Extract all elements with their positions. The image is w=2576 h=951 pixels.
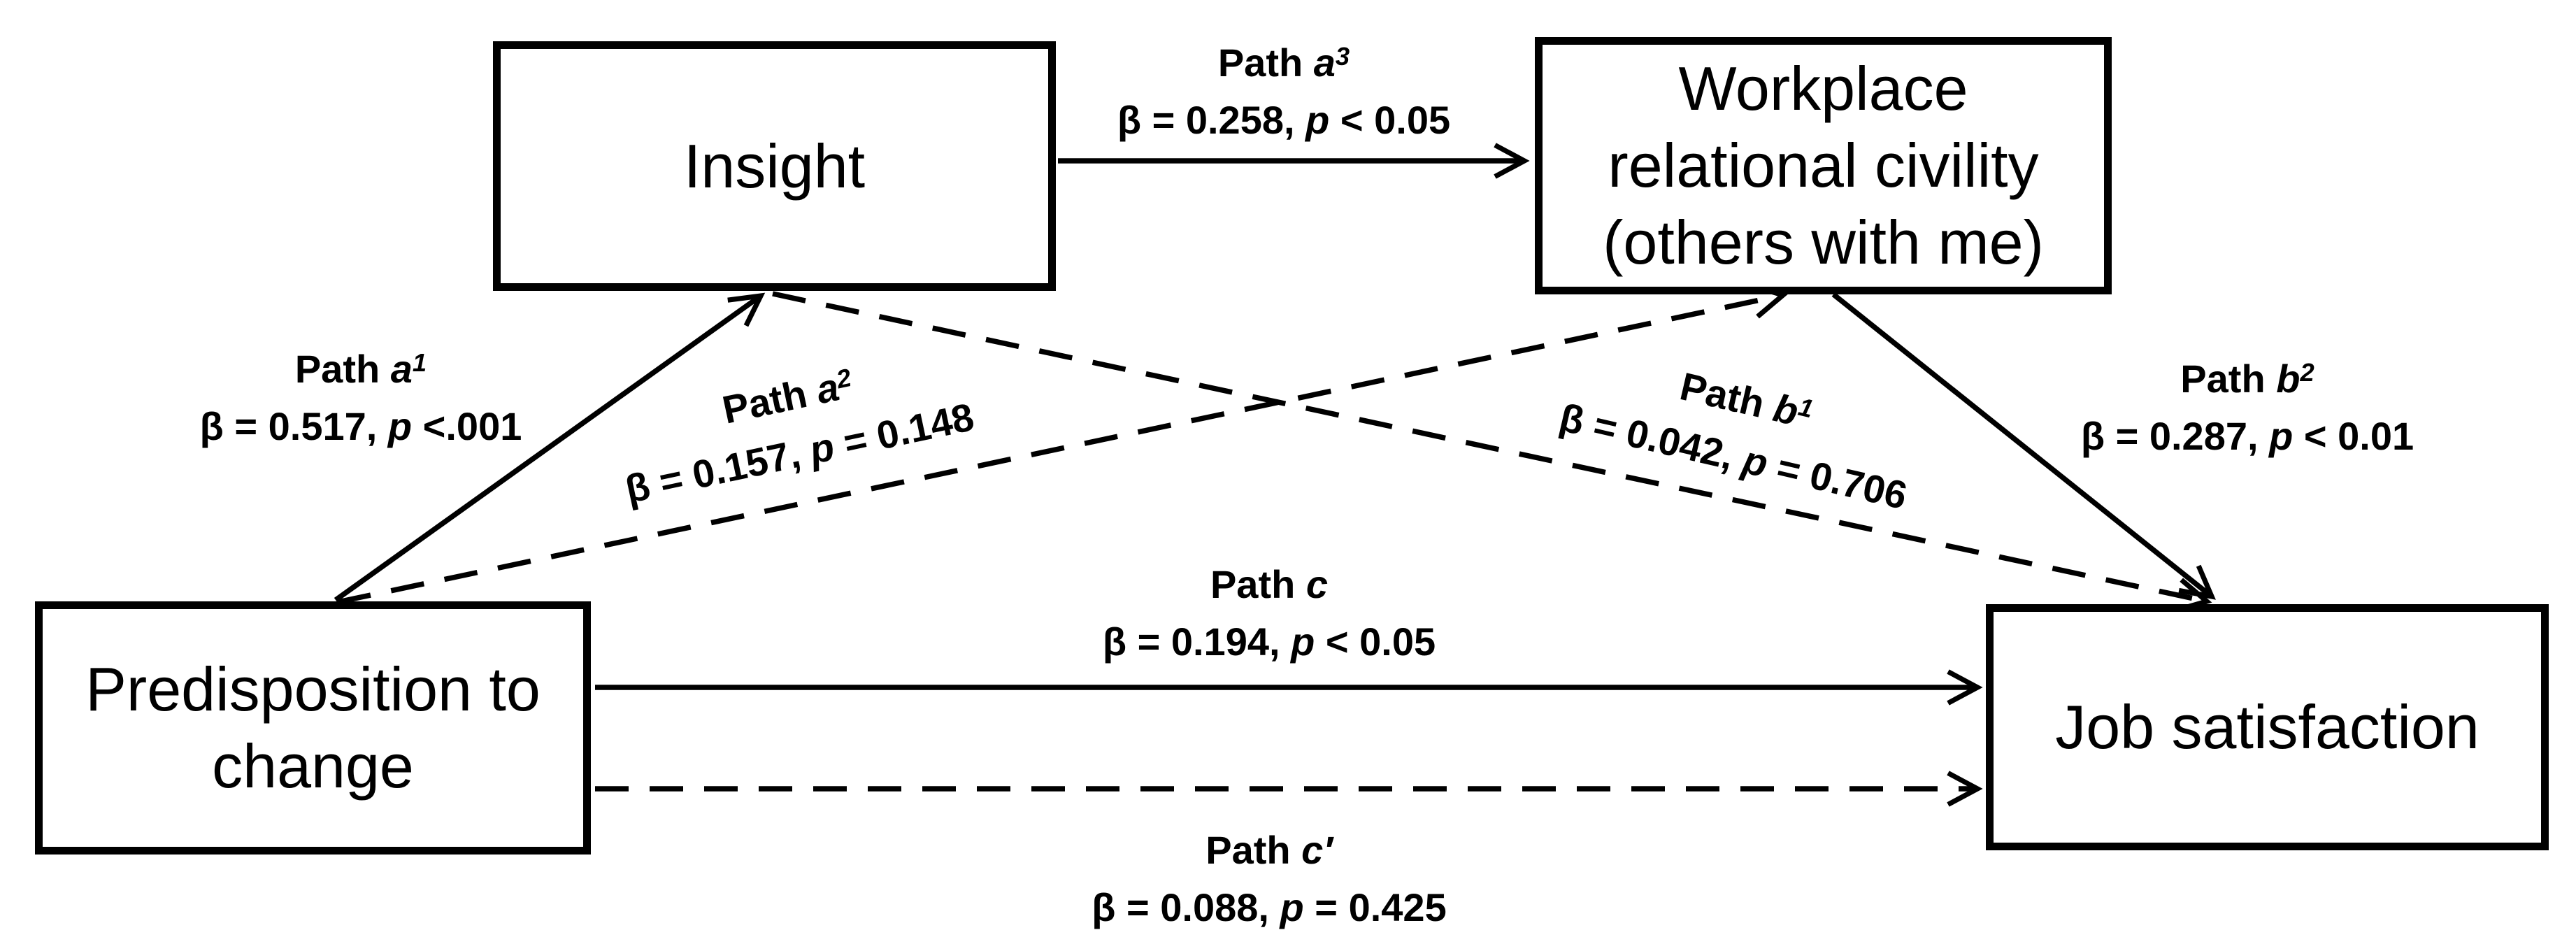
node-label-line: Predisposition to [85,655,541,724]
node-predisposition-to-change: Predisposition to change [35,601,591,855]
node-label-line: change [212,731,414,801]
path-b2-arrow [1831,292,2216,600]
path-a1-arrow [334,292,766,603]
path-a1-label: Path a1 β = 0.517, p <.001 [199,347,522,448]
path-a3-label: Path a3 β = 0.258, p < 0.05 [1117,41,1451,142]
path-b1-arrow [772,291,2212,613]
path-b2-label: Path b2 β = 0.287, p < 0.01 [2080,357,2414,458]
node-workplace-relational-civility: Workplace relational civility (others wi… [1535,37,2112,294]
node-label-line: relational civility [1608,131,2039,200]
path-c-label: Path c β = 0.194, p < 0.05 [1102,562,1436,664]
node-label-line: (others with me) [1603,208,2044,277]
node-insight: Insight [493,41,1056,291]
node-label: Job satisfaction [2055,692,2480,761]
path-a2-arrow [337,283,1789,605]
node-label: Insight [683,131,866,201]
node-job-satisfaction: Job satisfaction [1986,604,2549,850]
node-label-line: Workplace [1678,54,1968,123]
path-c-prime-label: Path c′ β = 0.088, p = 0.425 [1092,828,1447,929]
